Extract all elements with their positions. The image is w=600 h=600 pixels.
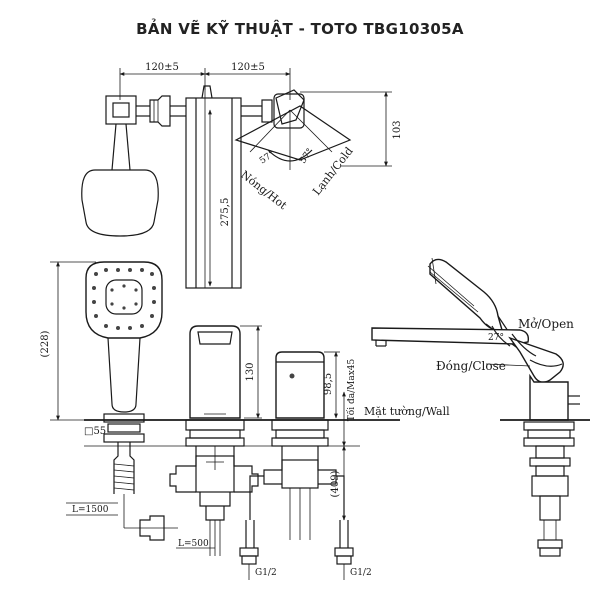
wall-max-label: Tối đa/Max45 [346, 358, 357, 421]
wall-label: Mặt tường/Wall [364, 405, 450, 418]
square-size-label: □55 [84, 426, 106, 437]
handle-top-view: 57° 57° Nóng/Hot Lạnh/Cold 103 [234, 89, 403, 212]
top-left-width-label: 120±5 [145, 62, 179, 73]
valve-front-view: G1/2 G1/2 98,5 Tối đa/Max45 (409) [239, 351, 372, 580]
top-view: 120±5 120±5 275, [81, 62, 403, 289]
handshower-front-view: □55 L=1500 [66, 261, 178, 541]
valve-height-label: 98,5 [323, 373, 334, 395]
close-label: Đóng/Close [436, 359, 506, 373]
open-label: Mở/Open [518, 317, 574, 331]
hose-length-label: L=1500 [72, 505, 109, 515]
depth-label: (409) [330, 470, 341, 497]
angle-cold-label: 57° [298, 147, 315, 166]
spout-side-view [371, 327, 530, 347]
spout-front-height-label: 130 [245, 362, 256, 381]
body-height-label: 275,5 [220, 198, 231, 227]
pipe-length-label: L=500 [178, 539, 209, 549]
spout-front-view: 130 L=500 [169, 325, 262, 556]
top-width-dimension: 120±5 120±5 [119, 62, 291, 100]
side-view: 27° Mở/Open Đóng/Close [371, 257, 590, 557]
handshower-height-label: (228) [40, 330, 51, 357]
spray-nozzles [92, 268, 156, 330]
body-side-view [500, 373, 590, 557]
top-right-width-label: 120±5 [231, 62, 265, 73]
drawing-title: BẢN VẼ KỸ THUẬT - TOTO TBG10305A [136, 20, 464, 38]
handle-angle-label: 27° [488, 333, 504, 343]
handshower-top-view [81, 95, 186, 237]
spout-top-view: 275,5 [185, 85, 242, 289]
spout-height-label: 103 [392, 120, 403, 139]
lever-side-view: 27° Mở/Open Đóng/Close [436, 317, 574, 383]
front-view: (228) □55 [40, 261, 450, 580]
thread-left-label: G1/2 [255, 568, 277, 578]
thread-right-label: G1/2 [350, 568, 372, 578]
wall-line: Mặt tường/Wall [84, 405, 450, 447]
hot-label: Nóng/Hot [238, 168, 290, 212]
flexible-hose [113, 463, 135, 491]
